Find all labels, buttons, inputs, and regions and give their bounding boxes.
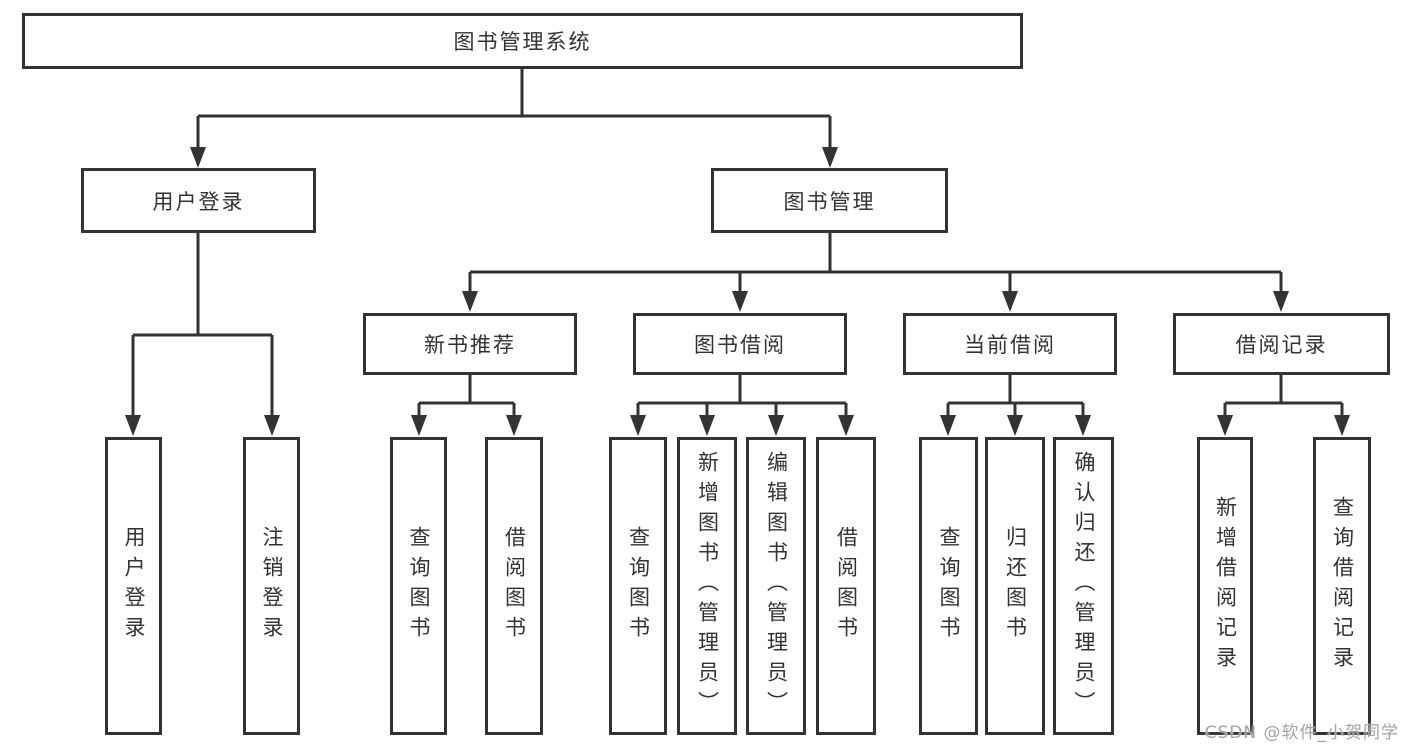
leaf-current-query-books-label: 查询图书 bbox=[937, 526, 961, 646]
node-root: 图书管理系统 bbox=[22, 13, 1023, 69]
csdn-watermark: CSDN @软件_小贺同学 bbox=[1204, 723, 1399, 743]
node-borrow-records: 借阅记录 bbox=[1173, 313, 1390, 375]
leaf-recommend-query-books-label: 查询图书 bbox=[407, 526, 431, 646]
node-current-borrowing-label: 当前借阅 bbox=[964, 333, 1056, 357]
leaf-add-books-admin: 新增图书（管理员） bbox=[677, 437, 737, 735]
node-book-management-label: 图书管理 bbox=[783, 189, 876, 214]
leaf-recommend-query-books: 查询图书 bbox=[390, 437, 447, 735]
arrowhead-icons bbox=[125, 147, 1350, 436]
leaf-borrow-books: 借阅图书 bbox=[816, 437, 876, 735]
node-book-borrowing-label: 图书借阅 bbox=[694, 333, 786, 357]
leaf-add-borrow-record-label: 新增借阅记录 bbox=[1213, 496, 1238, 676]
leaf-logout-label: 注销登录 bbox=[260, 526, 284, 646]
node-book-management: 图书管理 bbox=[711, 168, 948, 233]
leaf-return-books: 归还图书 bbox=[985, 437, 1045, 735]
leaf-query-borrow-record: 查询借阅记录 bbox=[1313, 437, 1371, 735]
leaf-add-books-admin-label: 新增图书（管理员） bbox=[695, 451, 720, 721]
node-new-book-recommend-label: 新书推荐 bbox=[424, 333, 516, 357]
leaf-borrowing-query-books: 查询图书 bbox=[609, 437, 667, 735]
leaf-add-borrow-record: 新增借阅记录 bbox=[1197, 437, 1253, 735]
leaf-user-login-label: 用户登录 bbox=[122, 526, 146, 646]
leaf-user-login: 用户登录 bbox=[105, 437, 162, 735]
leaf-confirm-return-admin-label: 确认归还（管理员） bbox=[1072, 451, 1096, 721]
leaf-confirm-return-admin: 确认归还（管理员） bbox=[1053, 437, 1114, 735]
node-current-borrowing: 当前借阅 bbox=[903, 313, 1117, 375]
node-new-book-recommend: 新书推荐 bbox=[363, 313, 577, 375]
leaf-edit-books-admin: 编辑图书（管理员） bbox=[746, 437, 806, 735]
leaf-recommend-borrow-books-label: 借阅图书 bbox=[502, 526, 527, 646]
node-user-login-label: 用户登录 bbox=[152, 189, 245, 214]
leaf-borrow-books-label: 借阅图书 bbox=[834, 526, 859, 646]
leaf-query-borrow-record-label: 查询借阅记录 bbox=[1330, 496, 1355, 676]
node-root-label: 图书管理系统 bbox=[453, 30, 592, 54]
leaf-recommend-borrow-books: 借阅图书 bbox=[485, 437, 543, 735]
leaf-borrowing-query-books-label: 查询图书 bbox=[626, 526, 651, 646]
node-borrow-records-label: 借阅记录 bbox=[1235, 333, 1328, 357]
node-book-borrowing: 图书借阅 bbox=[633, 313, 847, 375]
connector-paths bbox=[131, 69, 1344, 418]
leaf-return-books-label: 归还图书 bbox=[1003, 526, 1028, 646]
leaf-logout: 注销登录 bbox=[243, 437, 300, 735]
leaf-current-query-books: 查询图书 bbox=[919, 437, 978, 735]
node-user-login: 用户登录 bbox=[81, 168, 316, 233]
leaf-edit-books-admin-label: 编辑图书（管理员） bbox=[764, 451, 789, 721]
